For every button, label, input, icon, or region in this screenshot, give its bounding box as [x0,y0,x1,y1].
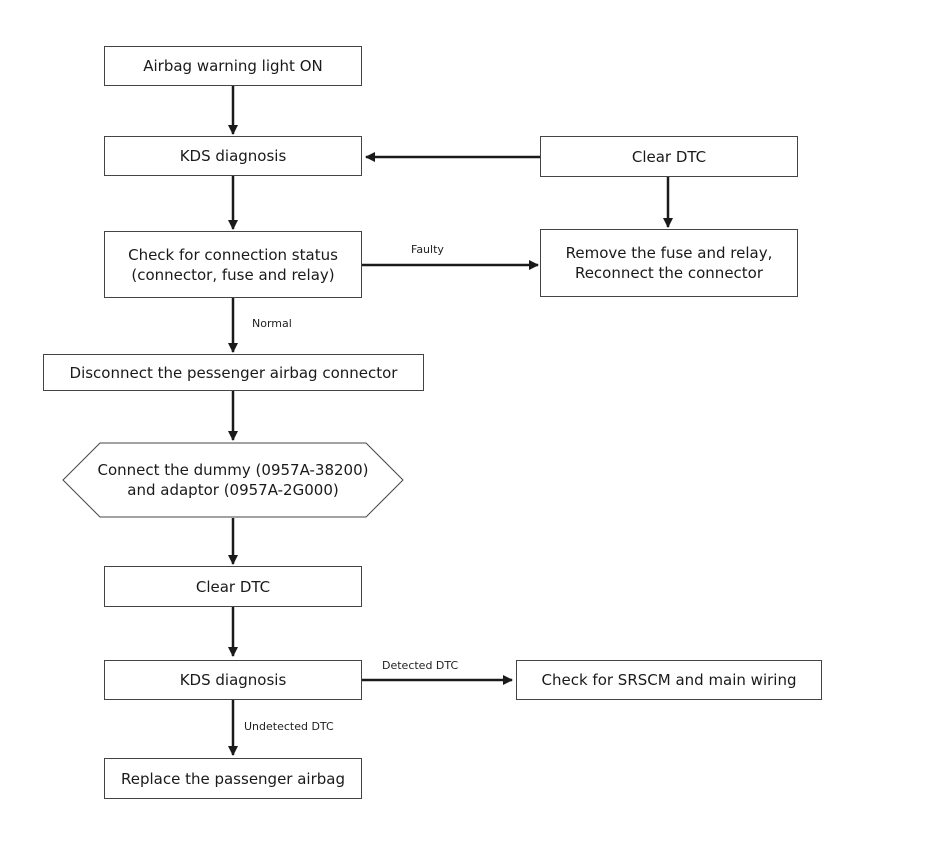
node-warning-light: Airbag warning light ON [104,46,362,86]
edge-label-faulty: Faulty [411,243,444,256]
edge-label-normal: Normal [252,317,292,330]
node-kds-diagnosis-1: KDS diagnosis [104,136,362,176]
node-kds-diagnosis-2-text: KDS diagnosis [179,671,287,689]
node-kds-diagnosis-1-text: KDS diagnosis [179,147,287,165]
node-kds-diagnosis-2: KDS diagnosis [104,660,362,700]
node-clear-dtc-2-text: Clear DTC [195,577,271,596]
node-disconnect-connector-text: Disconnect the pessenger airbag connecto… [69,363,398,382]
node-remove-fuse-line2: Reconnect the connector [574,264,764,282]
node-check-srscm-text: Check for SRSCM and main wiring [541,671,797,689]
edge-label-detected-dtc: Detected DTC [382,659,459,672]
node-connect-dummy-line1: Connect the dummy (0957A-38200) [97,461,369,479]
node-check-srscm: Check for SRSCM and main wiring [516,660,822,700]
node-clear-dtc-1-text: Clear DTC [631,147,707,166]
node-connect-dummy-line2: and adaptor (0957A-2G000) [127,481,339,499]
node-connect-dummy: Connect the dummy (0957A-38200) and adap… [62,442,404,518]
node-check-connection: Check for connection status (connector, … [104,231,362,298]
node-remove-fuse: Remove the fuse and relay, Reconnect the… [540,229,798,297]
hexagon-shape [62,442,404,518]
node-replace-airbag: Replace the passenger airbag [104,758,362,799]
node-disconnect-connector: Disconnect the pessenger airbag connecto… [43,354,424,391]
node-clear-dtc-1: Clear DTC [540,136,798,177]
node-replace-airbag-text: Replace the passenger airbag [120,769,345,788]
node-warning-light-text: Airbag warning light ON [143,57,323,75]
node-check-connection-line1: Check for connection status [128,245,338,264]
edge-label-undetected-dtc: Undetected DTC [244,720,334,733]
node-clear-dtc-2: Clear DTC [104,566,362,607]
node-check-connection-line2: (connector, fuse and relay) [131,265,335,284]
node-remove-fuse-line1: Remove the fuse and relay, [565,244,773,262]
